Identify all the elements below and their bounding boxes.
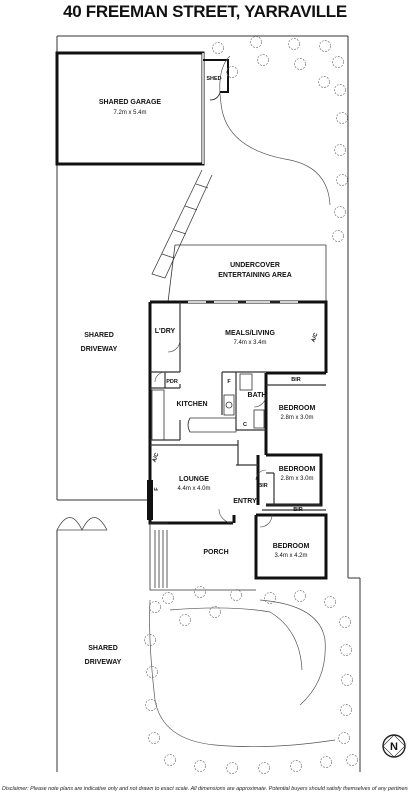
plan-title: 40 FREEMAN STREET, YARRAVILLE <box>63 2 347 21</box>
fireplace-label: F <box>154 487 160 491</box>
shrub-icon <box>320 756 332 768</box>
porch-label: PORCH <box>203 549 228 556</box>
shrub-icon <box>332 56 344 68</box>
shrub-icon <box>162 592 174 604</box>
shed-label: SHED <box>206 76 221 82</box>
bedroom3-dims: 3.4m x 4.2m <box>274 553 307 559</box>
shrub-icon <box>250 36 262 48</box>
undercover-line2: ENTERTAINING AREA <box>218 272 292 279</box>
bedroom1-dims: 2.8m x 3.0m <box>280 415 313 421</box>
garage-label: SHARED GARAGE <box>99 99 162 106</box>
garage-dims: 7.2m x 5.4m <box>113 110 146 116</box>
side-gate <box>56 517 108 531</box>
shrub-icon <box>294 58 306 70</box>
shrub-icon <box>324 596 336 608</box>
shrub-icon <box>179 614 191 626</box>
bir1-label: BIR <box>291 377 301 383</box>
meals-label: MEALS/LIVING <box>225 330 275 337</box>
garden-paths <box>149 55 336 748</box>
shrub-icon <box>258 762 270 774</box>
door-swings <box>154 339 273 528</box>
shrub-icon <box>318 76 330 88</box>
shrub-icon <box>332 230 344 242</box>
shrub-icon <box>257 54 269 66</box>
shrub-icon <box>334 84 346 96</box>
shrub-icon <box>340 644 352 656</box>
disclaimer: Disclaimer: Please note plans are indica… <box>2 786 408 792</box>
shrub-icon <box>212 42 224 54</box>
compass-icon: N <box>382 734 406 758</box>
shrub-icon <box>339 616 351 628</box>
driveway-top-line1: SHARED <box>84 332 114 339</box>
shrub-icon <box>144 634 156 646</box>
shrub-icon <box>264 592 276 604</box>
porch <box>149 522 256 591</box>
shrub-icon <box>336 174 348 186</box>
shrub-icon <box>338 732 350 744</box>
shrub-icon <box>226 762 238 774</box>
lounge-dims: 4.4m x 4.0m <box>177 486 210 492</box>
lounge-label: LOUNGE <box>179 476 209 483</box>
shrub-icon <box>194 760 206 772</box>
shrub-icon <box>194 586 206 598</box>
shrub-icon <box>148 732 160 744</box>
shrub-icon <box>319 40 331 52</box>
shrub-icon <box>334 206 346 218</box>
shrub-icon <box>290 760 302 772</box>
compass-label: N <box>390 741 398 753</box>
fireplace <box>147 480 153 520</box>
shrub-icon <box>146 666 158 678</box>
interior-walls <box>150 302 326 511</box>
entry-label: ENTRY <box>233 498 257 505</box>
driveway-top-line2: DRIVEWAY <box>81 346 118 353</box>
bath-fixtures <box>239 373 265 429</box>
shed <box>203 59 229 101</box>
ac-lounge-label: A/C <box>152 452 161 463</box>
shrub-icon <box>145 699 157 711</box>
cupboard-label: C <box>243 422 247 428</box>
kitchen-label: KITCHEN <box>176 401 207 408</box>
bir3-label: BIR <box>293 507 303 513</box>
shrub-icon <box>230 589 242 601</box>
driveway-bottom-line2: DRIVEWAY <box>85 659 122 666</box>
meals-dims: 7.4m x 3.4m <box>233 340 266 346</box>
shrub-icon <box>340 704 352 716</box>
house-walls <box>148 300 328 580</box>
kitchen-bench <box>151 389 237 441</box>
bedroom2-label: BEDROOM <box>279 466 316 473</box>
side-fence <box>151 169 213 279</box>
fridge-label: F <box>227 379 231 385</box>
shrub-icon <box>164 754 176 766</box>
shrub-icon <box>209 606 221 618</box>
shrub-icon <box>288 38 300 50</box>
bedroom2-dims: 2.8m x 3.0m <box>280 476 313 482</box>
garage <box>55 51 205 166</box>
shrub-icon <box>226 66 238 78</box>
bath-label: BATH <box>248 392 267 399</box>
shrub-icon <box>336 112 348 124</box>
driveway-bottom-line1: SHARED <box>88 645 118 652</box>
bedroom1-label: BEDROOM <box>279 405 316 412</box>
bedroom3-label: BEDROOM <box>273 543 310 550</box>
ac-meals-label: A/C <box>311 332 320 343</box>
shrub-icon <box>341 674 353 686</box>
shrub-icon <box>334 144 346 156</box>
undercover-line1: UNDERCOVER <box>230 262 280 269</box>
bir2-label: BIR <box>258 483 268 489</box>
laundry-label: L'DRY <box>155 328 176 335</box>
shrub-icon <box>294 590 306 602</box>
shrubs <box>144 36 358 774</box>
shrub-icon <box>149 601 161 613</box>
pdr-label: PDR <box>166 379 178 385</box>
shrub-icon <box>346 754 358 766</box>
